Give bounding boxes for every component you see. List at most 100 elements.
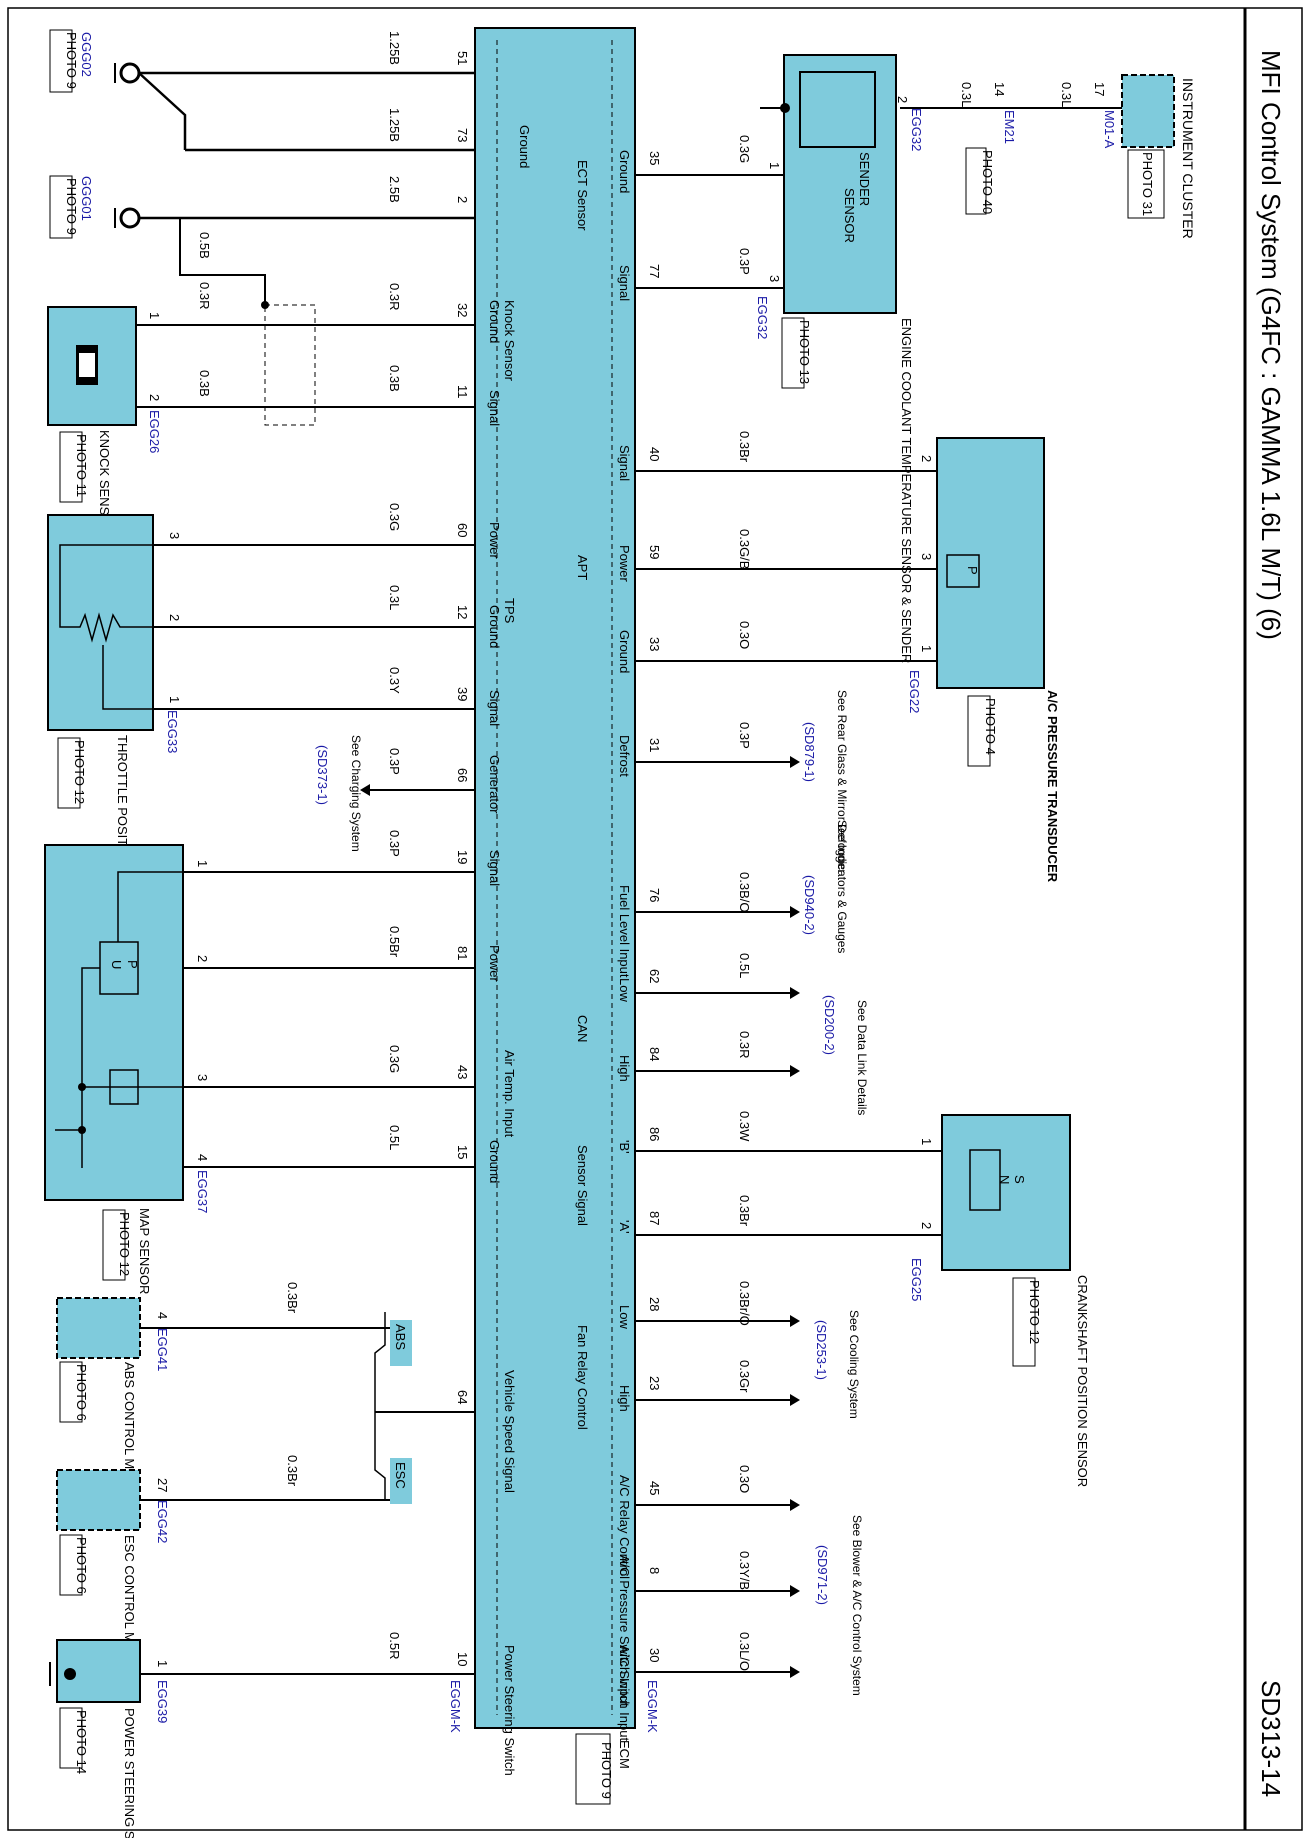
ecm-label-fan-relay: Fan Relay Control bbox=[575, 1325, 590, 1430]
ecm-label-defrost: Defrost bbox=[617, 735, 632, 777]
ecm-label-apt-ground: Ground bbox=[617, 630, 632, 673]
wire-color-51: 1.25B bbox=[387, 31, 402, 65]
crank-photo-box bbox=[1012, 1277, 1036, 1367]
ecm-pin-2: 2 bbox=[455, 196, 470, 203]
map-p: P bbox=[125, 960, 140, 969]
ecm-pin-12: 12 bbox=[455, 605, 470, 619]
wire-color-33: 0.3O bbox=[737, 621, 752, 649]
abs-esc-bracket bbox=[374, 1312, 386, 1500]
ecm-label-apt-signal: Signal bbox=[617, 445, 632, 481]
ref-cooling-code: (SD253-1) bbox=[814, 1320, 829, 1380]
wire-color-32: 0.3R bbox=[387, 283, 402, 310]
ap-pin-2: 2 bbox=[919, 455, 934, 462]
ggg02-connector: GGG02 bbox=[79, 32, 94, 77]
left-wires: 511.25B731.25B22.5B320.3R110.3B600.3G120… bbox=[136, 31, 475, 1666]
ecm-label-tps-signal: Signal bbox=[487, 690, 502, 726]
ecm-photo: PHOTO 9 bbox=[599, 1742, 614, 1799]
ecm-pin-33: 33 bbox=[647, 637, 662, 651]
wire-color-28: 0.3Br/O bbox=[737, 1281, 752, 1326]
page-title: MFI Control System (G4FC : GAMMA 1.6L M/… bbox=[1256, 50, 1286, 640]
abs-tag: ABS bbox=[393, 1324, 408, 1350]
em21-connector: EM21 bbox=[1002, 110, 1017, 144]
ecm-pin-87: 87 bbox=[647, 1211, 662, 1225]
ecm-pin-30: 30 bbox=[647, 1648, 662, 1662]
map-pin-1: 1 bbox=[195, 860, 210, 867]
wire-color-23: 0.3Gr bbox=[737, 1360, 752, 1393]
wire-color-45: 0.3O bbox=[737, 1465, 752, 1493]
charging-arrow bbox=[360, 784, 370, 796]
ggg02-photo: PHOTO 9 bbox=[64, 32, 79, 89]
ect-sender-element bbox=[799, 71, 876, 148]
ect-sensor-box bbox=[783, 54, 897, 314]
ect-connector-bottom: EGG32 bbox=[755, 296, 770, 339]
ecm-pin-66: 66 bbox=[455, 768, 470, 782]
ect-pin-1: 1 bbox=[767, 162, 782, 169]
ecm-label-map-signal: Signal bbox=[487, 850, 502, 886]
ecm-label-fuel-level: Fuel Level Input bbox=[617, 885, 632, 978]
wire-arrow-62 bbox=[790, 987, 800, 999]
ecm-label-ac-switch: A/C Switch Input bbox=[617, 1645, 632, 1741]
instrument-cluster-photo: PHOTO 31 bbox=[1140, 152, 1155, 216]
ecm-connector-right: EGGM-K bbox=[645, 1680, 660, 1733]
ecm-pin-62: 62 bbox=[647, 969, 662, 983]
ecm-box bbox=[474, 27, 636, 1729]
map-pin-3: 3 bbox=[195, 1074, 210, 1081]
page-code: SD313-14 bbox=[1256, 1680, 1286, 1797]
ecm-label-ss-a: 'A' bbox=[617, 1220, 632, 1234]
wire-color-8: 0.3Y/B bbox=[737, 1551, 752, 1590]
wire-color-10: 0.5R bbox=[387, 1632, 402, 1659]
wire-color-60: 0.3G bbox=[387, 503, 402, 531]
wire-color-19: 0.3P bbox=[387, 830, 402, 857]
knock-element-inner bbox=[79, 353, 95, 377]
ecm-connector-left: EGGM-K bbox=[448, 1680, 463, 1733]
crank-magnet bbox=[969, 1149, 1001, 1211]
abs-wire-gauge: 0.3Br bbox=[285, 1282, 300, 1314]
ecm-label-map-ground: Ground bbox=[487, 1140, 502, 1183]
wire-arrow-28 bbox=[790, 1315, 800, 1327]
tps-pin-2: 2 bbox=[167, 614, 182, 621]
esc-module-box bbox=[56, 1469, 141, 1531]
abs-wire-color: 4 bbox=[155, 1312, 170, 1319]
ecm-pin-8: 8 bbox=[647, 1567, 662, 1574]
ecm-pin-73: 73 bbox=[455, 128, 470, 142]
em21-pin: 14 bbox=[992, 82, 1007, 96]
wire-color-35: 0.3G bbox=[737, 135, 752, 163]
ect-pin-3: 3 bbox=[767, 275, 782, 282]
wire-color-59: 0.3G/B bbox=[737, 529, 752, 569]
ecm-label-generator: Generator bbox=[487, 755, 502, 814]
ecm-label-fan-low: Low bbox=[617, 1305, 632, 1329]
crank-n: N bbox=[997, 1175, 1012, 1184]
ap-photo-box bbox=[967, 695, 991, 767]
instrument-cluster-name: INSTRUMENT CLUSTER bbox=[1180, 78, 1196, 239]
knock-sensor-name: KNOCK SENSOR bbox=[97, 430, 112, 535]
ecm-label-sensor-signal: Sensor Signal bbox=[575, 1145, 590, 1226]
abs-connector: EGG41 bbox=[155, 1328, 170, 1371]
ecm-label-air-temp: Air Temp. Input bbox=[502, 1050, 517, 1138]
ecm-pin-43: 43 bbox=[455, 1065, 470, 1079]
wire-arrow-31 bbox=[790, 756, 800, 768]
em21-photo-box bbox=[965, 147, 987, 215]
ap-transducer-element bbox=[946, 554, 980, 588]
abs-module-box bbox=[56, 1297, 141, 1359]
ecm-pin-86: 86 bbox=[647, 1127, 662, 1141]
esc-wire-gauge: 0.3Br bbox=[285, 1455, 300, 1487]
tps-wiper bbox=[102, 645, 152, 710]
tps-pin-3: 3 bbox=[167, 532, 182, 539]
instrument-cluster-photo-box bbox=[1127, 149, 1165, 219]
esc-pin: 27 bbox=[155, 1478, 170, 1492]
wire-color-30: 0.3L/O bbox=[737, 1632, 752, 1671]
ecm-label-ss-b: 'B' bbox=[617, 1140, 632, 1154]
crank-connector: EGG25 bbox=[909, 1258, 924, 1301]
ecm-pin-51: 51 bbox=[455, 51, 470, 65]
page-border bbox=[7, 7, 1303, 1831]
ecm-pin-45: 45 bbox=[647, 1481, 662, 1495]
tps-pin-1: 1 bbox=[167, 696, 182, 703]
ref-datalink-code: (SD200-2) bbox=[822, 995, 837, 1055]
abs-photo: PHOTO 6 bbox=[74, 1364, 89, 1421]
ecm-pin-19: 19 bbox=[455, 850, 470, 864]
wire-arrow-45 bbox=[790, 1499, 800, 1511]
ecm-pin-31: 31 bbox=[647, 738, 662, 752]
ecm-label-map-power: Power bbox=[487, 945, 502, 983]
